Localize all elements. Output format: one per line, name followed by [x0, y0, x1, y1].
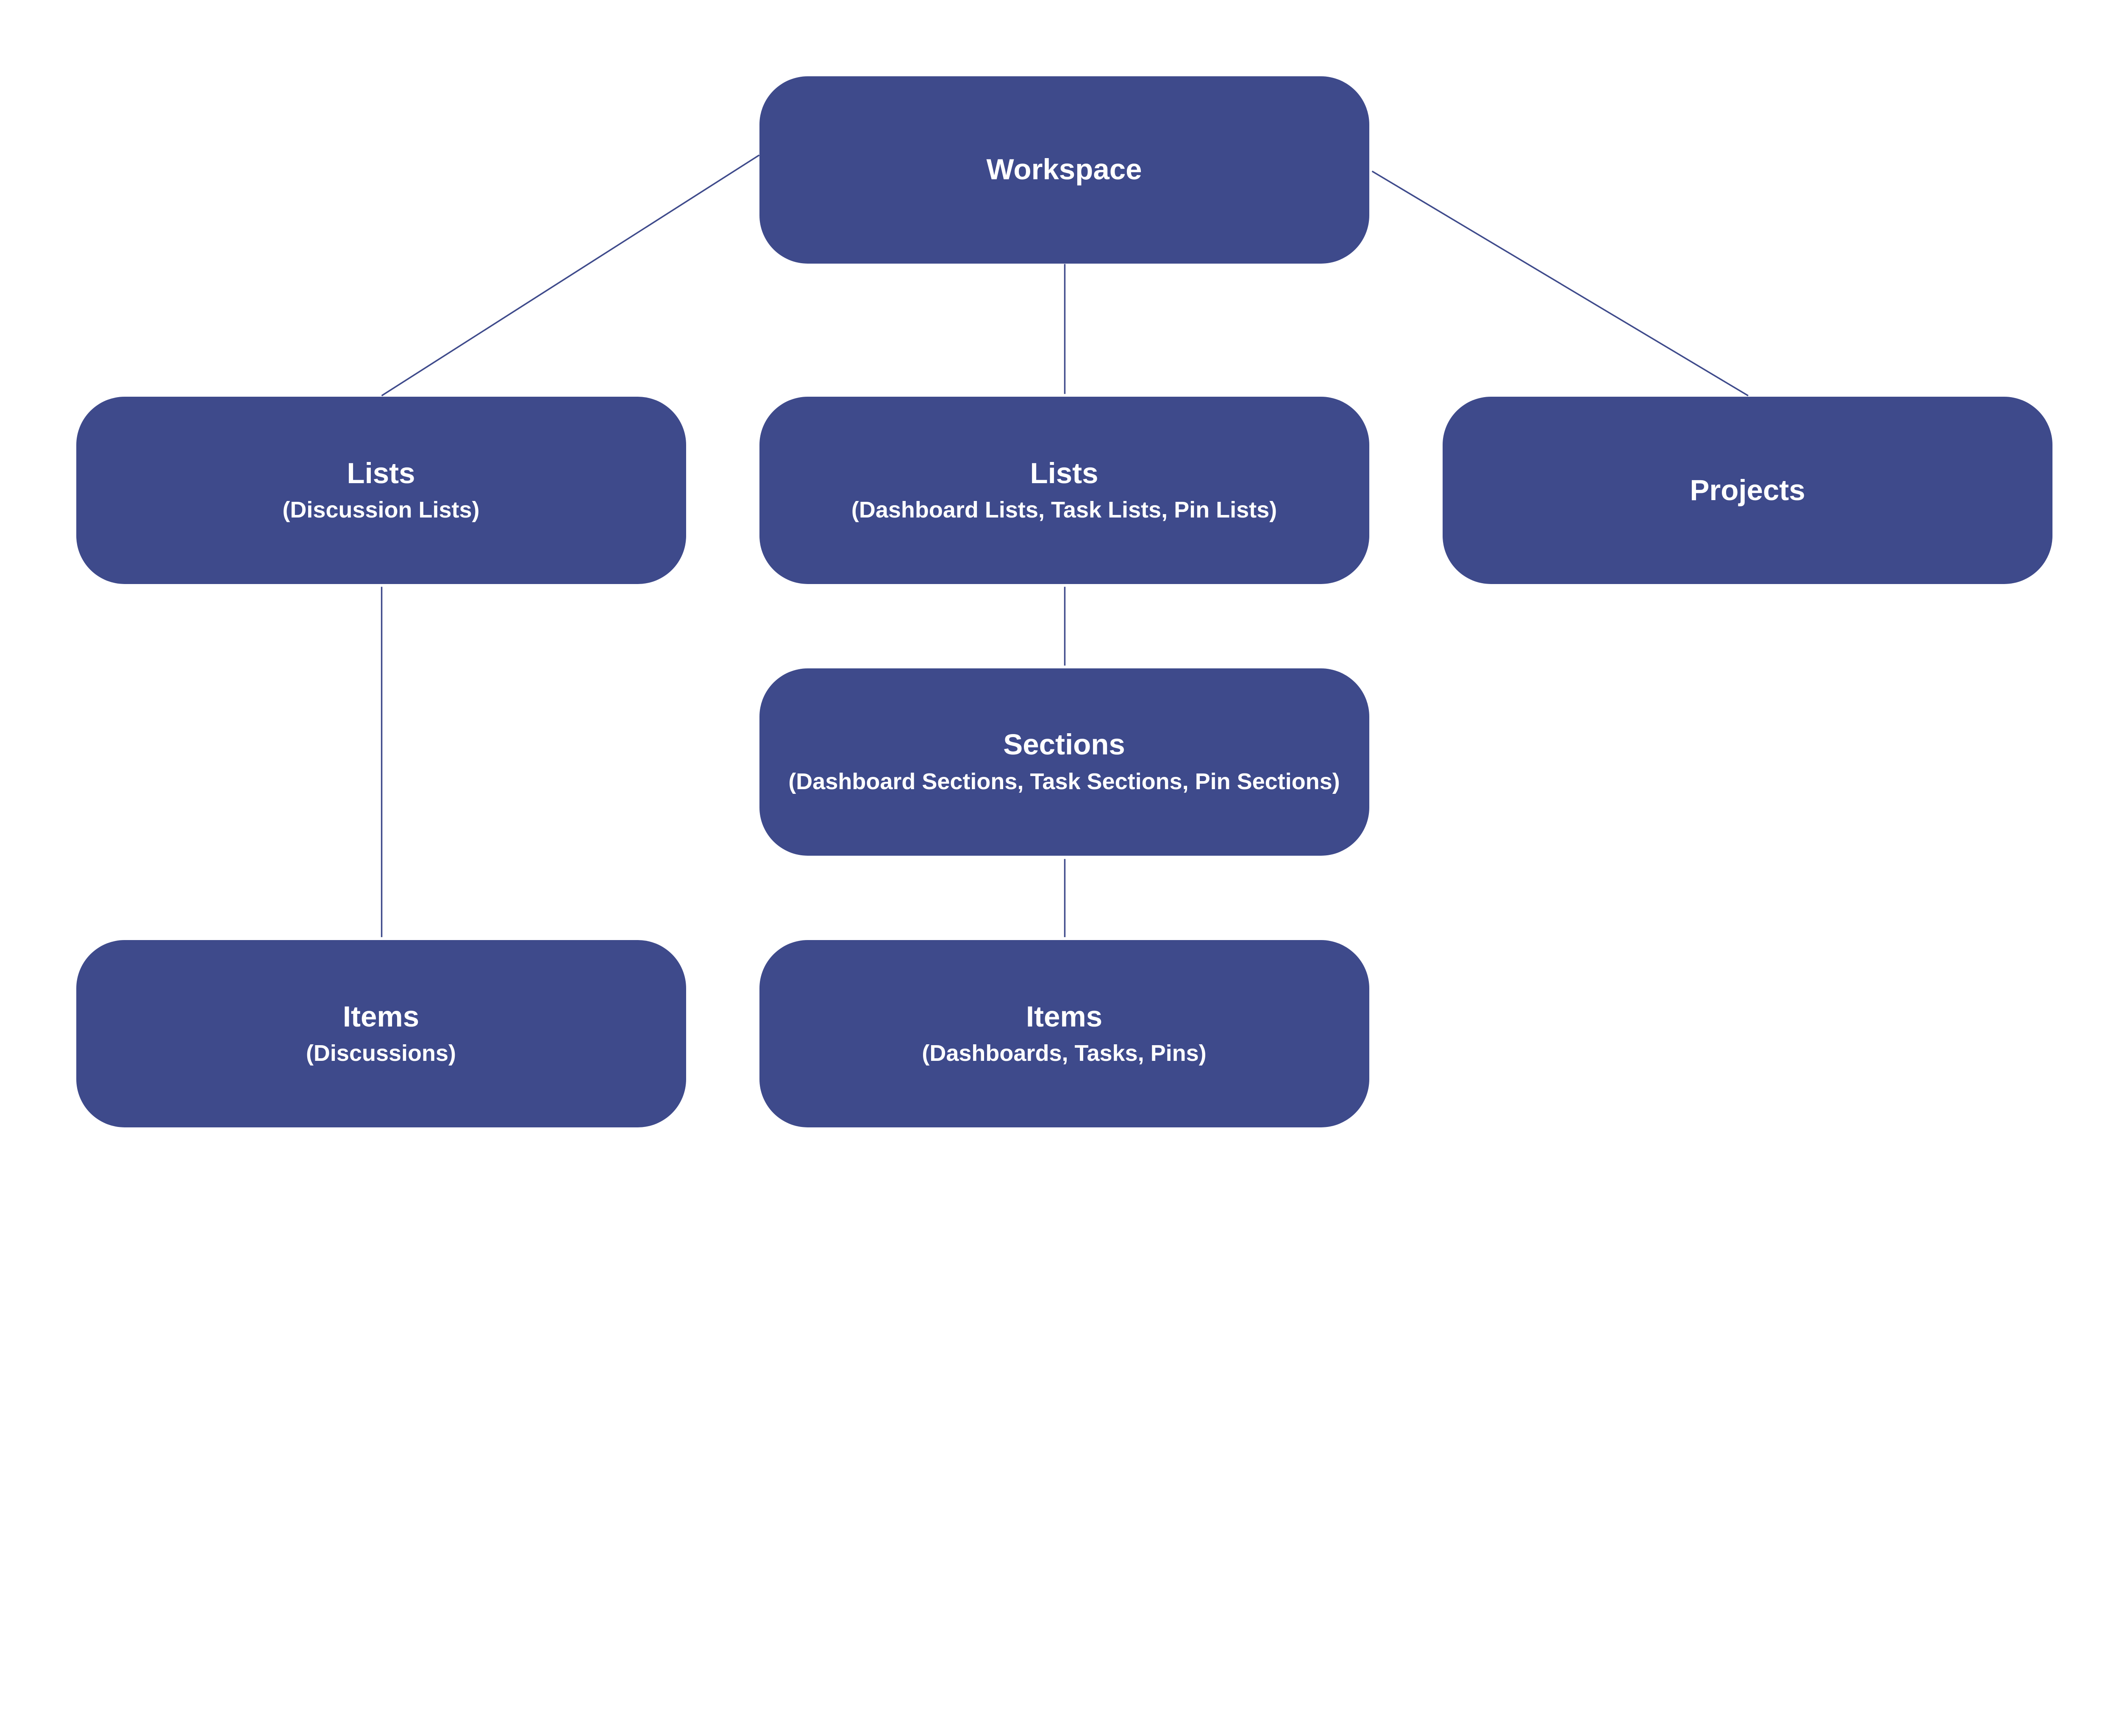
- node-items-discussion: Items (Discussions): [76, 940, 686, 1127]
- node-title: Sections: [1003, 728, 1125, 761]
- edge-workspace-projects: [1371, 170, 1749, 397]
- node-subtitle: (Discussion Lists): [282, 497, 480, 523]
- node-title: Items: [342, 1000, 420, 1033]
- node-title: Workspace: [986, 153, 1142, 186]
- node-sections: Sections (Dashboard Sections, Task Secti…: [759, 668, 1369, 856]
- node-title: Projects: [1690, 473, 1805, 506]
- edge-workspace-lists-discussion: [381, 154, 760, 397]
- node-items-main: Items (Dashboards, Tasks, Pins): [759, 940, 1369, 1127]
- node-lists-discussion: Lists (Discussion Lists): [76, 397, 686, 584]
- node-title: Lists: [1030, 456, 1098, 490]
- connectors: [381, 154, 1749, 938]
- node-subtitle: (Dashboards, Tasks, Pins): [922, 1040, 1207, 1066]
- node-title: Items: [1026, 1000, 1103, 1033]
- node-title: Lists: [347, 456, 415, 490]
- node-lists-main: Lists (Dashboard Lists, Task Lists, Pin …: [759, 397, 1369, 584]
- node-subtitle: (Dashboard Lists, Task Lists, Pin Lists): [851, 497, 1277, 523]
- node-projects: Projects: [1443, 397, 2052, 584]
- node-subtitle: (Dashboard Sections, Task Sections, Pin …: [788, 768, 1340, 794]
- node-workspace: Workspace: [759, 76, 1369, 264]
- node-subtitle: (Discussions): [306, 1040, 456, 1066]
